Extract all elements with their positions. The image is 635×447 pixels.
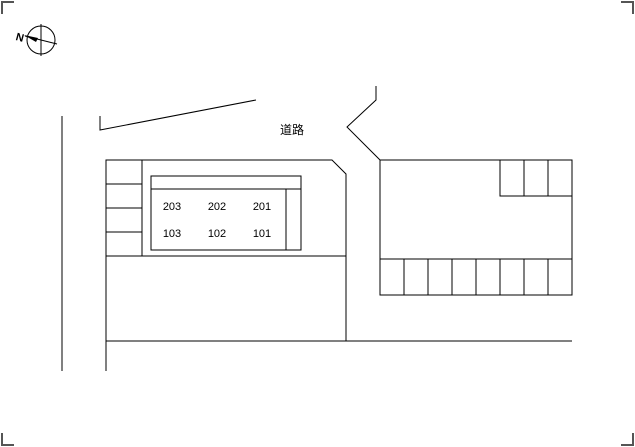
parking-right-top-block xyxy=(499,159,573,197)
apartment-building: 203 202 201 103 102 101 xyxy=(150,175,302,251)
unit-101: 101 xyxy=(253,228,271,240)
parking-right xyxy=(379,159,573,296)
corner-mark-top-right xyxy=(621,1,634,14)
unit-202: 202 xyxy=(208,201,226,213)
unit-102: 102 xyxy=(208,228,226,240)
parking-left xyxy=(105,159,143,257)
road-edge-top xyxy=(99,99,257,131)
unit-203: 203 xyxy=(163,201,181,213)
road-edge-corner xyxy=(346,86,381,161)
corner-mark-bottom-left xyxy=(1,433,14,446)
road-edges xyxy=(61,86,381,371)
building-outline xyxy=(150,175,302,251)
unit-103: 103 xyxy=(163,228,181,240)
compass-north-label: N xyxy=(14,31,25,45)
corner-mark-top-left xyxy=(1,1,14,14)
compass-north-icon: N xyxy=(14,24,58,56)
unit-201: 201 xyxy=(253,201,271,213)
corner-mark-bottom-right xyxy=(621,433,634,446)
road-label: 道路 xyxy=(280,122,304,137)
